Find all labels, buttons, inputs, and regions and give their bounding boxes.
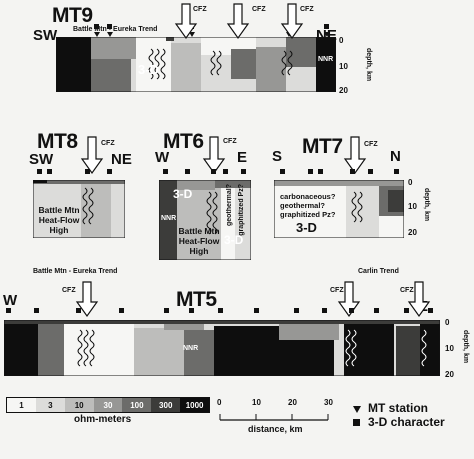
mt7-text-line-3: graphitized Pz?: [280, 210, 336, 219]
legend-swatch-1000: 1000: [180, 398, 210, 412]
mt8-section: [33, 180, 125, 238]
mt6-nnr-label: NNR: [161, 215, 177, 222]
mt8-cfz-arrow: [80, 136, 104, 175]
mt5-depth-tick-20: 20: [445, 370, 454, 379]
mt8-heat-flow-text: Battle Mtn Heat-Flow High: [35, 205, 83, 235]
mt5-cfz-label-1: CFZ: [62, 287, 76, 294]
mt9-trend-label: Battle Mtn - Eureka Trend: [73, 26, 158, 33]
distance-label: distance, km: [248, 424, 303, 434]
mt5-depth-label: depth, km: [462, 330, 469, 364]
mt6-3d-label-top: 3-D: [173, 187, 193, 201]
small-depth-tick-20: 20: [408, 228, 417, 237]
mt5-left-direction: W: [3, 292, 18, 309]
legend-swatch-300: 300: [151, 398, 181, 412]
mt8-text-line-1: Battle Mtn: [38, 205, 80, 215]
legend-swatch-3: 3: [35, 398, 65, 412]
mt6-3d-label-bottom: 3-D: [224, 233, 244, 247]
distance-tick-10: 10: [252, 398, 261, 407]
resistivity-legend: 1 3 10 30 100 300 1000: [6, 397, 210, 413]
mt6-cfz-arrow: [202, 136, 226, 175]
legend-swatch-10: 10: [64, 398, 94, 412]
mt5-depth-tick-10: 10: [445, 344, 454, 353]
small-depth-tick-0: 0: [408, 178, 413, 187]
mt6-text-line-1: Battle Mtn: [178, 226, 220, 236]
mt8-title: MT8: [37, 130, 78, 153]
mt9-cfz-label-1: CFZ: [193, 6, 207, 13]
mt6-text-line-2: Heat-Flow: [178, 236, 220, 246]
mt5-section: [4, 320, 440, 376]
mt9-depth-tick-20: 20: [339, 86, 348, 95]
mt7-text: carbonaceous? geothermal? graphitized Pz…: [280, 192, 335, 219]
mt7-3d-label: 3-D: [296, 220, 317, 235]
mt9-title: MT9: [52, 4, 93, 27]
mt7-text-line-1: carbonaceous?: [280, 192, 336, 201]
small-depth-tick-10: 10: [408, 202, 417, 211]
mt9-nnr-label: NNR: [318, 56, 334, 63]
legend-swatch-30: 30: [93, 398, 123, 412]
distance-tick-30: 30: [324, 398, 333, 407]
mt6-graphitized-vertical: graphitized Pz?: [238, 184, 245, 236]
mt7-cfz-arrow: [343, 136, 367, 175]
mt8-text-line-3: High: [49, 225, 69, 235]
mt5-depth-tick-0: 0: [445, 318, 450, 327]
mt7-right-direction: N: [390, 148, 401, 165]
mt5-nnr-label: NNR: [183, 345, 199, 352]
mt9-section: [56, 37, 336, 92]
distance-tick-0: 0: [217, 398, 222, 407]
distance-scale-bar: [219, 414, 329, 421]
mt5-title: MT5: [176, 288, 217, 311]
mt7-left-direction: S: [272, 148, 283, 165]
mt9-depth-tick-0: 0: [339, 36, 344, 45]
mt5-trend-left: Battle Mtn - Eureka Trend: [33, 268, 118, 275]
mt6-section: [159, 180, 251, 260]
mt6-station-row: [159, 167, 251, 180]
mt8-left-direction: SW: [29, 151, 54, 168]
mt6-text-line-3: High: [189, 246, 209, 256]
legend-unit: ohm-meters: [74, 414, 132, 425]
legend-mt-station: MT station: [368, 401, 428, 415]
mt8-text-line-2: Heat-Flow: [38, 215, 80, 225]
mt6-cfz-label: CFZ: [223, 138, 237, 145]
legend-swatch-100: 100: [122, 398, 152, 412]
mt5-cfz-arrows: [75, 281, 431, 318]
small-depth-label: depth, km: [423, 188, 430, 222]
mt7-station-row: [274, 167, 404, 180]
mt7-section: [274, 180, 404, 238]
mt9-3d-label: 3-D: [138, 62, 159, 77]
mt6-right-direction: E: [237, 149, 248, 166]
legend-marker-icons: [353, 406, 361, 426]
mt9-left-direction: SW: [33, 27, 58, 44]
mt7-title: MT7: [302, 135, 343, 158]
mt8-station-row: [33, 167, 125, 180]
mt8-cfz-label: CFZ: [101, 140, 115, 147]
legend-swatch-1: 1: [7, 398, 36, 412]
mt6-geothermal-vertical: geothermal?: [226, 184, 233, 227]
mt7-cfz-label: CFZ: [364, 141, 378, 148]
mt5-trend-right: Carlin Trend: [358, 268, 399, 275]
mt5-station-row: [4, 306, 440, 319]
mt8-right-direction: NE: [111, 151, 132, 168]
mt9-cfz-label-2: CFZ: [252, 6, 266, 13]
mt6-title: MT6: [163, 130, 204, 153]
mt6-left-direction: W: [155, 149, 170, 166]
mt7-text-line-2: geothermal?: [280, 201, 326, 210]
mt5-cfz-label-3: CFZ: [400, 287, 414, 294]
mt9-cfz-arrows: [174, 3, 304, 40]
mt9-depth-tick-10: 10: [339, 62, 348, 71]
mt6-heat-flow-text: Battle Mtn Heat-Flow High: [170, 226, 228, 256]
distance-tick-20: 20: [288, 398, 297, 407]
mt9-depth-label: depth, km: [365, 48, 372, 82]
legend-3d-character: 3-D character: [368, 415, 445, 429]
mt9-cfz-label-3: CFZ: [300, 6, 314, 13]
mt5-cfz-label-2: CFZ: [330, 287, 344, 294]
